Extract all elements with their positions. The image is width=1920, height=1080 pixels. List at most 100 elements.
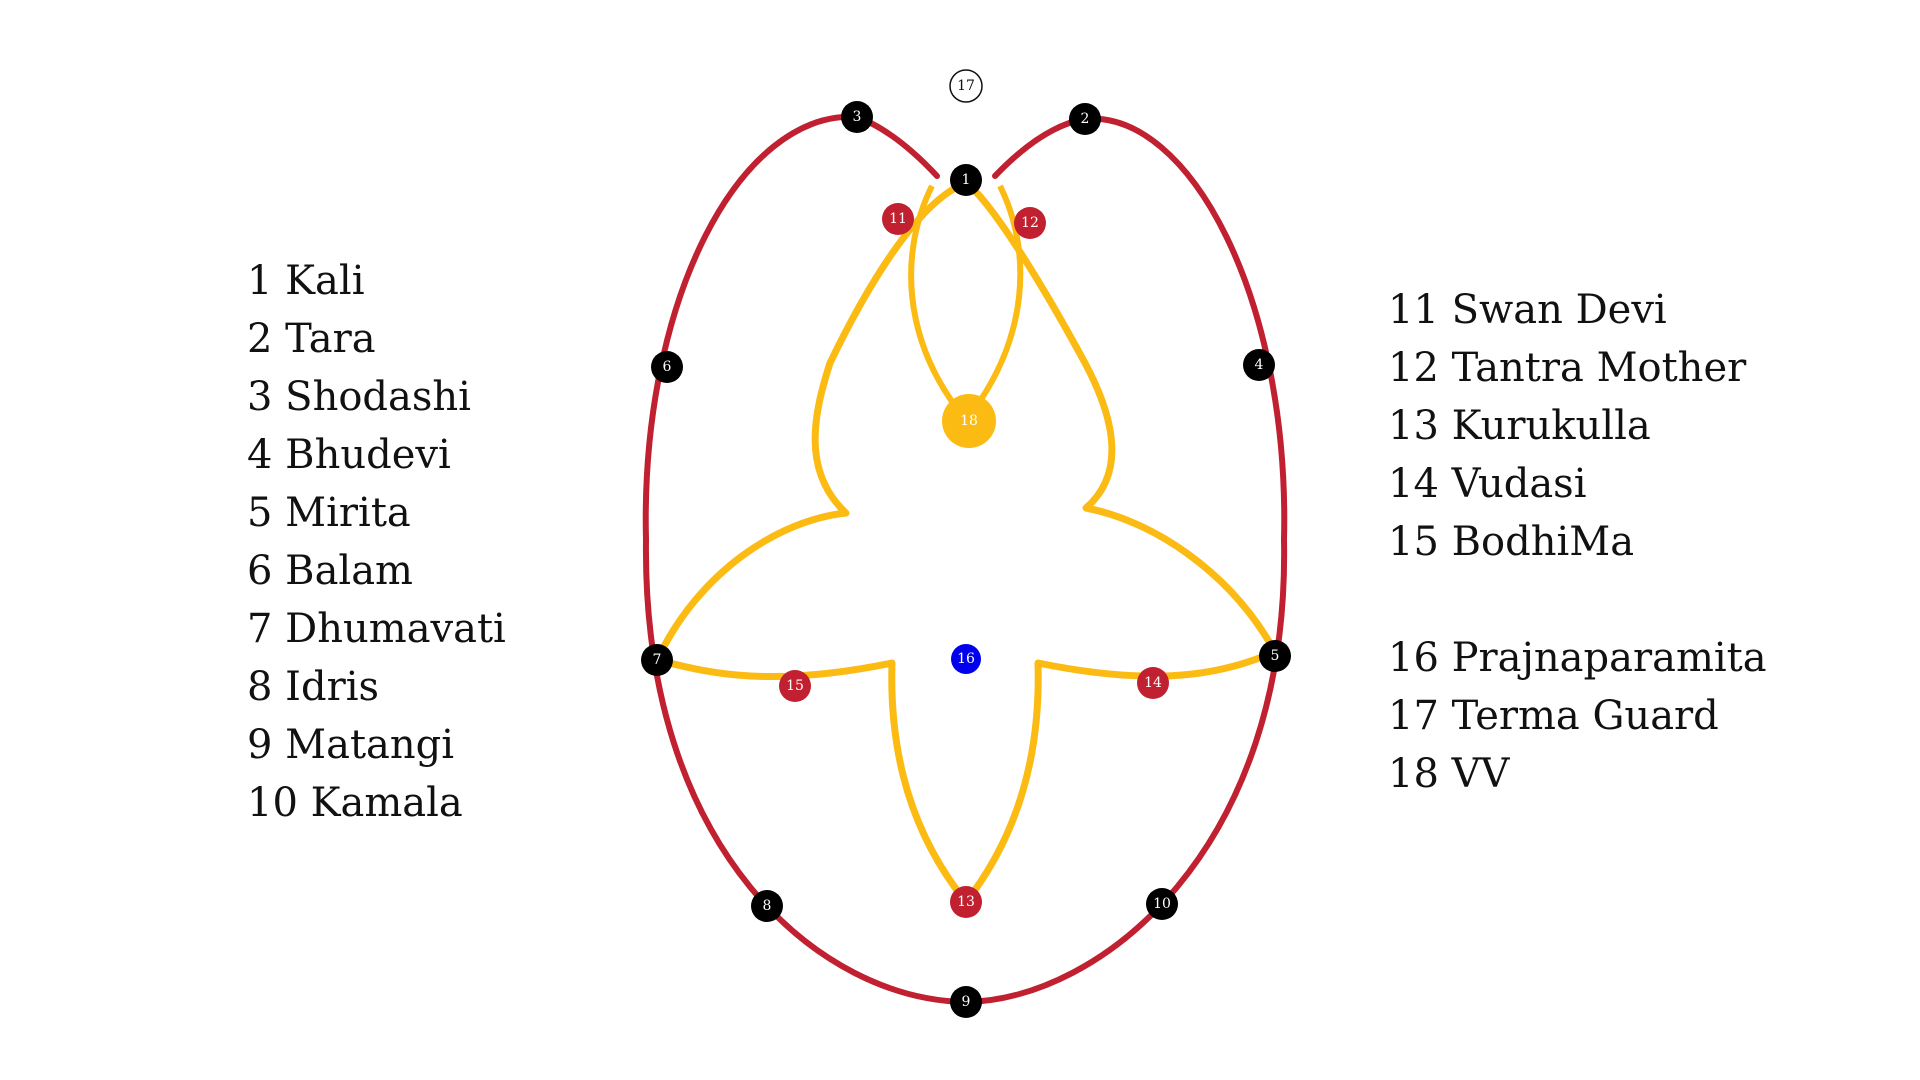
legend-item: 7 Dhumavati: [247, 600, 506, 658]
node-circle: [1146, 888, 1178, 920]
legend-item: 8 Idris: [247, 658, 506, 716]
legend-name: Idris: [272, 664, 380, 710]
legend-name: Tara: [272, 316, 376, 362]
node-13: 13: [950, 886, 982, 918]
node-label: 8: [763, 898, 772, 914]
node-5: 5: [1259, 640, 1291, 672]
node-2: 2: [1069, 103, 1101, 135]
legend-name: Matangi: [272, 722, 455, 768]
legend-item: 2 Tara: [247, 310, 506, 368]
node-label: 13: [957, 894, 975, 910]
node-circle: [950, 886, 982, 918]
node-circle: [779, 670, 811, 702]
legend-number: 3: [247, 374, 273, 420]
node-circle: [950, 986, 982, 1018]
legend-number: 13: [1388, 403, 1439, 449]
legend-number: 10: [247, 780, 298, 826]
legend-number: 6: [247, 548, 273, 594]
node-circle: [651, 351, 683, 383]
node-circle: [1014, 207, 1046, 239]
legend-number: 2: [247, 316, 273, 362]
legend-name: Kali: [272, 258, 365, 304]
node-circle: [1259, 640, 1291, 672]
legend-item: 6 Balam: [247, 542, 506, 600]
node-circle: [1137, 667, 1169, 699]
node-circle: [641, 644, 673, 676]
node-circle: [1069, 103, 1101, 135]
node-16: 16: [951, 644, 981, 674]
node-label: 17: [957, 78, 975, 94]
node-circle: [841, 101, 873, 133]
legend-name: Shodashi: [272, 374, 471, 420]
node-label: 2: [1081, 111, 1090, 127]
legend-item: 12 Tantra Mother: [1388, 339, 1767, 397]
legend-number: 1: [247, 258, 273, 304]
legend-number: 4: [247, 432, 273, 478]
node-label: 6: [663, 359, 672, 375]
legend-item: 5 Mirita: [247, 484, 506, 542]
legend-item: 1 Kali: [247, 252, 506, 310]
node-8: 8: [751, 890, 783, 922]
legend-item: 15 BodhiMa: [1388, 513, 1767, 571]
node-label: 16: [957, 651, 975, 667]
legend-number: 16: [1388, 635, 1439, 681]
outer-ring-left: [642, 113, 969, 1005]
node-6: 6: [651, 351, 683, 383]
legend-name: Balam: [272, 548, 413, 594]
legend-number: 18: [1388, 751, 1439, 797]
node-15: 15: [779, 670, 811, 702]
legend-item: 10 Kamala: [247, 774, 506, 832]
legend-item: 4 Bhudevi: [247, 426, 506, 484]
legend-item: 9 Matangi: [247, 716, 506, 774]
legend-number: 9: [247, 722, 273, 768]
legend-item: 16 Prajnaparamita: [1388, 629, 1767, 687]
node-label: 10: [1153, 896, 1171, 912]
node-11: 11: [882, 203, 914, 235]
legend-item: 3 Shodashi: [247, 368, 506, 426]
node-circle: [950, 164, 982, 196]
node-label: 15: [786, 678, 804, 694]
legend-number: 17: [1388, 693, 1439, 739]
legend-name: Mirita: [272, 490, 411, 536]
legend-name: Swan Devi: [1438, 287, 1667, 333]
legend-number: 11: [1388, 287, 1439, 333]
legend-item: 17 Terma Guard: [1388, 687, 1767, 745]
node-circle: [882, 203, 914, 235]
legend-name: Terma Guard: [1438, 693, 1719, 739]
node-label: 18: [960, 413, 978, 429]
legend-name: Dhumavati: [272, 606, 506, 652]
node-4: 4: [1243, 349, 1275, 381]
legend-item: 13 Kurukulla: [1388, 397, 1767, 455]
legend-name: Bhudevi: [272, 432, 451, 478]
node-17: 17: [949, 69, 983, 103]
node-1: 1: [950, 164, 982, 196]
node-circle: [751, 890, 783, 922]
legend-name: Tantra Mother: [1438, 345, 1747, 391]
legend-name: Prajnaparamita: [1438, 635, 1767, 681]
node-label: 3: [853, 109, 862, 125]
legend-number: 15: [1388, 519, 1439, 565]
legend-number: 14: [1388, 461, 1439, 507]
node-3: 3: [841, 101, 873, 133]
node-circle: [951, 644, 981, 674]
legend-name: Kamala: [297, 780, 463, 826]
node-14: 14: [1137, 667, 1169, 699]
legend-number: 12: [1388, 345, 1439, 391]
legend-item: 14 Vudasi: [1388, 455, 1767, 513]
node-7: 7: [641, 644, 673, 676]
legend-name: VV: [1438, 751, 1510, 797]
node-circle: [949, 69, 983, 103]
legend-number: 7: [247, 606, 273, 652]
node-label: 9: [962, 994, 971, 1010]
node-label: 1: [962, 172, 971, 188]
legend-name: Vudasi: [1438, 461, 1587, 507]
legend-number: 5: [247, 490, 273, 536]
outer-ring-right: [963, 115, 1288, 1005]
inner-petal-top: [908, 184, 1024, 423]
node-label: 12: [1021, 215, 1039, 231]
legend-item: 11 Swan Devi: [1388, 281, 1767, 339]
